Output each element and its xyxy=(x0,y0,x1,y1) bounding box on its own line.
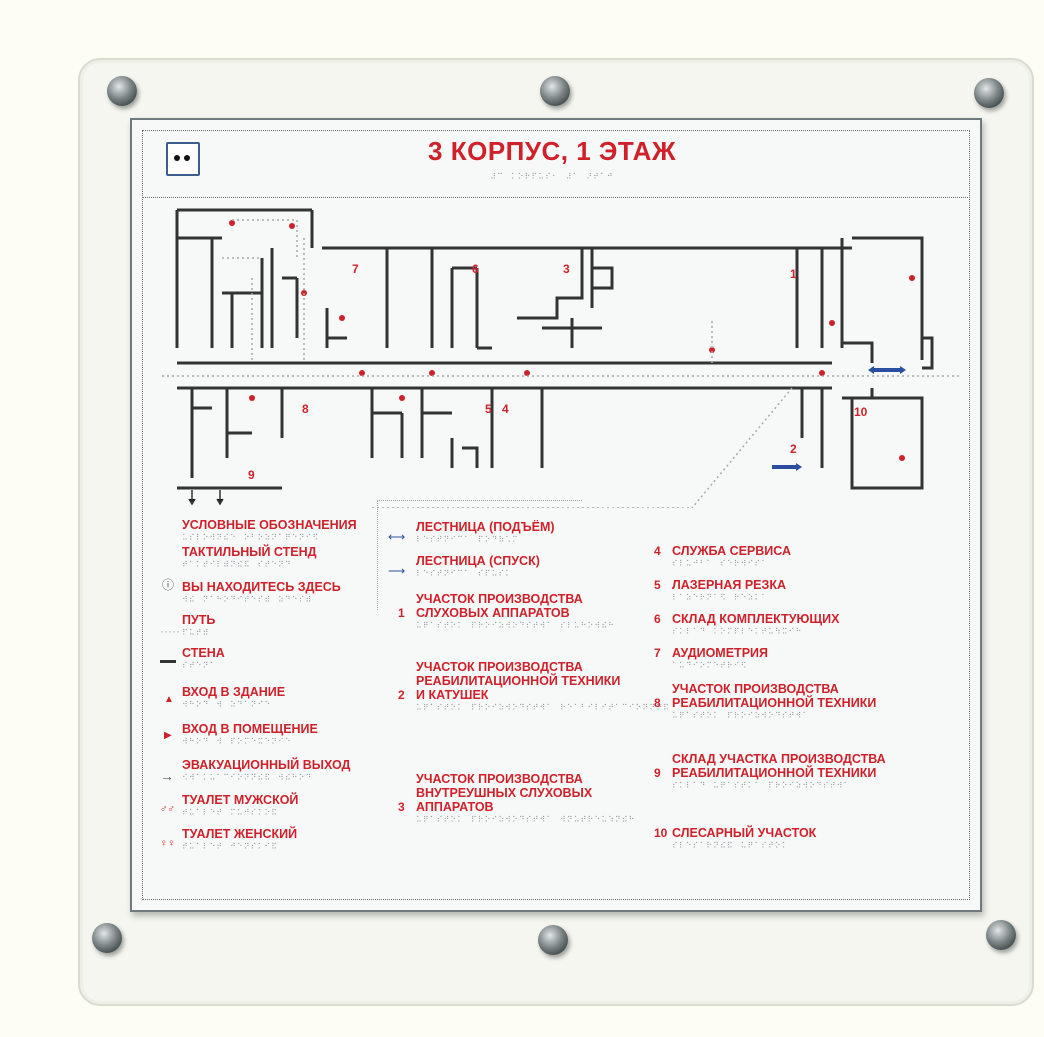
room-number-5: 5 xyxy=(485,402,492,416)
room-number-10: 10 xyxy=(854,405,868,419)
legend-room-9: СКЛАД УЧАСТКА ПРОИЗВОДСТВА РЕАБИЛИТАЦИОН… xyxy=(654,752,886,790)
walls xyxy=(175,208,934,490)
stairs-up-icon xyxy=(868,366,906,374)
stairs-down-icon xyxy=(772,463,802,471)
mount-bolt-icon xyxy=(92,923,122,953)
room-number-1: 1 xyxy=(790,267,797,281)
sign-title: 3 КОРПУС, 1 ЭТАЖ xyxy=(428,136,676,166)
title-braille: ⠼⠉⠀⠅⠕⠗⠏⠥⠎⠂⠀⠼⠁⠀⠜⠞⠁⠚ xyxy=(490,172,614,181)
room-number-6: 6 xyxy=(472,262,479,276)
mount-bolt-icon xyxy=(107,76,137,106)
building-entrance-icon: ▲ xyxy=(164,694,174,705)
room-number-8: 8 xyxy=(302,402,309,416)
stairs-down-icon: ⟶ xyxy=(388,564,406,578)
womens-toilet-icon: ♀♀ xyxy=(160,838,175,849)
legend-room-8: УЧАСТОК ПРОИЗВОДСТВА РЕАБИЛИТАЦИОННОЙ ТЕ… xyxy=(654,682,877,720)
room-number-7: 7 xyxy=(352,262,359,276)
legend-room-7: 7 АУДИОМЕТРИЯ ⠁⠥⠙⠊⠕⠍⠑⠞⠗⠊⠫ xyxy=(654,646,768,670)
legend-item: ТУАЛЕТ ЖЕНСКИЙ ⠞⠥⠁⠇⠑⠞⠀⠚⠑⠝⠎⠅⠊⠯ xyxy=(182,827,298,851)
floor-plan-map xyxy=(162,208,962,508)
legend-room-1: УЧАСТОК ПРОИЗВОДСТВА СЛУХОВЫХ АППАРАТОВ … xyxy=(398,592,615,630)
low-vision-eye-icon xyxy=(166,142,200,176)
evacuation-arrow-icon: → xyxy=(160,768,174,784)
legend-divider xyxy=(377,500,582,501)
info-circle-icon: ⓘ xyxy=(162,578,175,592)
legend-divider xyxy=(377,500,379,610)
legend-room-3: УЧАСТОК ПРОИЗВОДСТВА ВНУТРЕУШНЫХ СЛУХОВЫ… xyxy=(398,772,636,824)
legend-item: ВХОД В ПОМЕЩЕНИЕ ⠺⠓⠕⠙⠀⠺⠀⠏⠕⠍⠑⠭⠑⠝⠊⠑ xyxy=(182,722,318,746)
sign-dotted-frame xyxy=(142,130,970,900)
legend-room-5: 5 ЛАЗЕРНАЯ РЕЗКА ⠇⠁⠵⠑⠗⠝⠁⠫⠀⠗⠑⠵⠅⠁ xyxy=(654,578,786,602)
legend-room-2: УЧАСТОК ПРОИЗВОДСТВА РЕАБИЛИТАЦИОННОЙ ТЕ… xyxy=(398,660,670,712)
mount-bolt-icon xyxy=(540,76,570,106)
room-number-3: 3 xyxy=(563,262,570,276)
legend-item: УСЛОВНЫЕ ОБОЗНАЧЕНИЯ ⠥⠎⠇⠕⠺⠝⠮⠑⠀⠕⠃⠕⠵⠝⠁⠟⠑⠝⠊… xyxy=(182,518,357,542)
legend-item: СТЕНА ⠎⠞⠑⠝⠁ xyxy=(182,646,225,670)
dotted-path-icon: ····· xyxy=(160,624,180,638)
path-lines xyxy=(162,219,962,508)
legend-stairs-down: ЛЕСТНИЦА (СПУСК) ⠇⠑⠎⠞⠝⠊⠉⠁⠀⠎⠏⠥⠎⠅ xyxy=(416,554,540,578)
mount-bolt-icon xyxy=(986,920,1016,950)
legend-item: ПУТЬ ⠏⠥⠞⠾ xyxy=(182,613,216,637)
room-number-2: 2 xyxy=(790,442,797,456)
legend-item: ТАКТИЛЬНЫЙ СТЕНД ⠞⠁⠅⠞⠊⠇⠾⠝⠮⠯⠀⠎⠞⠑⠝⠙ xyxy=(182,545,317,569)
legend-item: ЭВАКУАЦИОННЫЙ ВЫХОД ⠪⠺⠁⠅⠥⠁⠉⠊⠕⠝⠝⠮⠯⠀⠺⠮⠓⠕⠙ xyxy=(182,758,351,782)
wall-line-icon xyxy=(160,660,176,663)
legend-item: ВЫ НАХОДИТЕСЬ ЗДЕСЬ ⠺⠮⠀⠝⠁⠓⠕⠙⠊⠞⠑⠎⠾⠀⠵⠙⠑⠎⠾ xyxy=(182,580,341,604)
tactile-floor-plan-sign: 3 КОРПУС, 1 ЭТАЖ ⠼⠉⠀⠅⠕⠗⠏⠥⠎⠂⠀⠼⠁⠀⠜⠞⠁⠚ xyxy=(130,118,982,912)
mount-bolt-icon xyxy=(538,925,568,955)
stairs-up-icon: ⟷ xyxy=(388,530,406,544)
legend-item: ТУАЛЕТ МУЖСКОЙ ⠞⠥⠁⠇⠑⠞⠀⠍⠥⠚⠎⠅⠕⠯ xyxy=(182,793,299,817)
legend-room-10: 10 СЛЕСАРНЫЙ УЧАСТОК ⠎⠇⠑⠎⠁⠗⠝⠮⠯⠀⠥⠟⠁⠎⠞⠕⠅ xyxy=(654,826,817,850)
mens-toilet-icon: ♂♂ xyxy=(160,804,175,815)
mount-bolt-icon xyxy=(974,78,1004,108)
legend-item: ВХОД В ЗДАНИЕ ⠺⠓⠕⠙⠀⠺⠀⠵⠙⠁⠝⠊⠑ xyxy=(182,685,286,709)
header-divider xyxy=(142,197,970,198)
legend-room-6: 6 СКЛАД КОМПЛЕКТУЮЩИХ ⠎⠅⠇⠁⠙⠀⠅⠕⠍⠏⠇⠑⠅⠞⠥⠳⠭⠊… xyxy=(654,612,840,636)
room-number-9: 9 xyxy=(248,468,255,482)
evacuation-arrow-icon xyxy=(188,490,224,506)
room-entrance-icon: ▶ xyxy=(164,730,172,741)
legend-stairs-up: ЛЕСТНИЦА (ПОДЪЁМ) ⠇⠑⠎⠞⠝⠊⠉⠁⠀⠏⠕⠙⠷⠡⠍ xyxy=(416,520,555,544)
legend-room-4: 4 СЛУЖБА СЕРВИСА ⠎⠇⠥⠚⠃⠁⠀⠎⠑⠗⠺⠊⠎⠁ xyxy=(654,544,792,568)
room-number-4: 4 xyxy=(502,402,509,416)
